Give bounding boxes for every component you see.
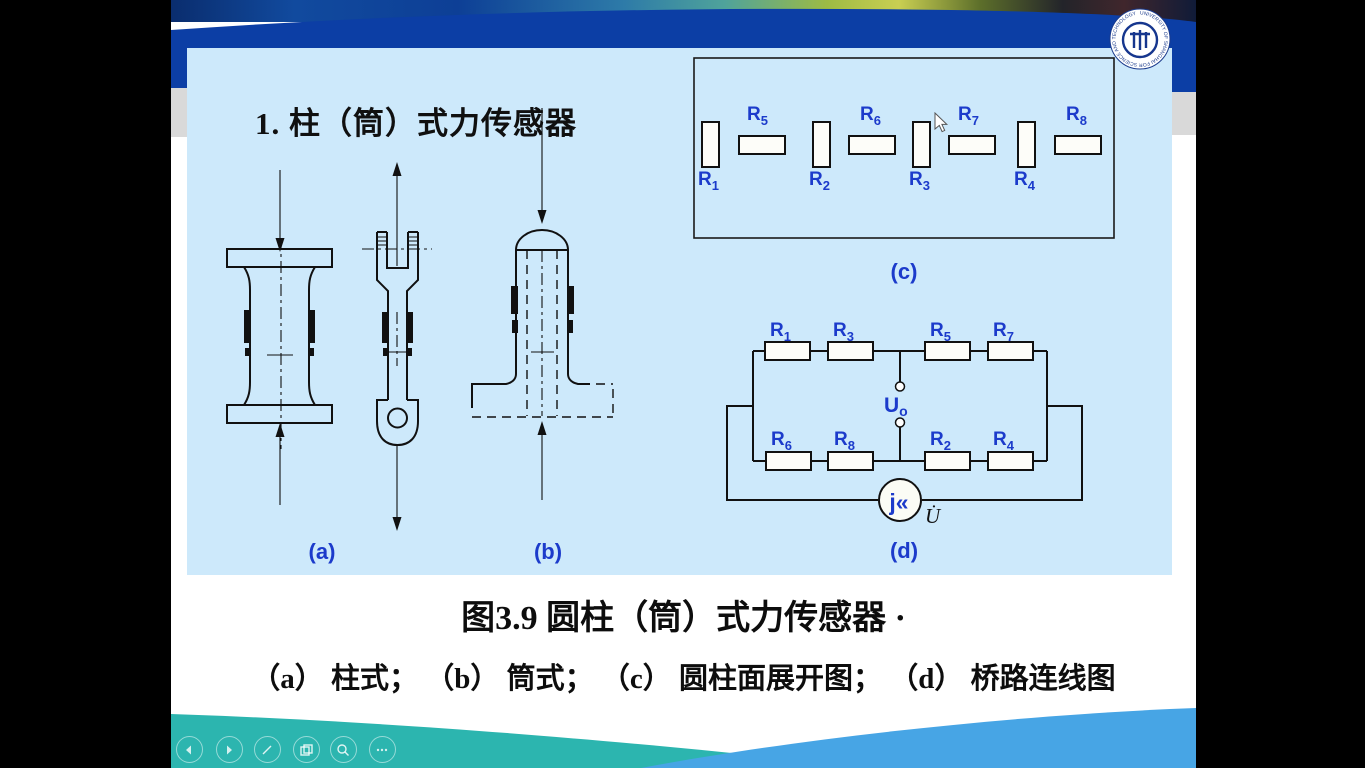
next-slide-button[interactable] <box>215 736 243 763</box>
strain-gauge <box>407 312 413 343</box>
edge-strip-left-gray <box>171 88 187 137</box>
bridge-label-r2: R2 <box>930 429 951 453</box>
slide: 1. 柱（筒）式力传感器 <box>171 0 1196 768</box>
edge-strip-left-blue <box>171 48 187 88</box>
magnifier-icon <box>337 743 349 756</box>
label-r5: R5 <box>747 104 768 128</box>
more-options-button[interactable] <box>368 736 396 763</box>
resistor-r1 <box>701 121 720 168</box>
figure-d-label: (d) <box>890 538 918 563</box>
strain-gauge <box>244 310 250 343</box>
bridge-label-r5: R5 <box>930 320 951 344</box>
ac-source-icon <box>878 478 922 522</box>
label-r2: R2 <box>809 169 830 193</box>
strain-gauge <box>382 312 388 343</box>
bridge-resistor-r6 <box>765 451 812 471</box>
bridge-resistor-r2 <box>924 451 971 471</box>
bridge-label-r6: R6 <box>771 429 792 453</box>
resistor-r7 <box>948 135 996 155</box>
pen-tool-button[interactable] <box>253 736 281 763</box>
university-seal-logo: UNIVERSITY OF SHANGHAI FOR SCIENCE AND T… <box>1109 8 1171 70</box>
figure-c-drawing: R1 R2 R3 R4 R5 R6 R7 R8 <box>693 57 1115 239</box>
figure-a-drawing <box>226 162 432 531</box>
label-r4: R4 <box>1014 169 1036 193</box>
seal-emblem <box>1130 30 1150 50</box>
label-r1: R1 <box>698 169 719 193</box>
diagram-panel <box>187 48 1172 575</box>
previous-slide-button[interactable] <box>175 736 203 763</box>
resistor-r2 <box>812 121 831 168</box>
resistor-r3 <box>912 121 931 168</box>
ac-source-glyph: j« <box>888 489 908 515</box>
figure-d-drawing: j« U̇ Uo R1 R3 R5 R7 R6 R8 R2 R4 <box>726 320 1083 528</box>
output-voltage-label: Uo <box>884 394 908 419</box>
strain-gauge <box>567 286 574 314</box>
bridge-label-r4: R4 <box>993 429 1015 453</box>
label-r6: R6 <box>860 104 881 128</box>
ellipsis-icon <box>376 748 388 751</box>
label-r3: R3 <box>909 169 930 193</box>
bridge-resistor-r3 <box>827 341 874 361</box>
label-r8: R8 <box>1066 104 1087 128</box>
bridge-resistor-r5 <box>924 341 971 361</box>
figure-subcaption: （a） 柱式； （b） 筒式； （c） 圆柱面展开图； （d） 桥路连线图 <box>251 663 1116 695</box>
strain-gauge <box>309 310 315 343</box>
see-all-slides-button[interactable] <box>292 736 320 763</box>
next-icon <box>227 745 232 754</box>
figure-b-label: (b) <box>534 539 562 564</box>
figures-drawing: (a) <box>226 57 1115 564</box>
mouse-cursor <box>934 112 949 133</box>
resistor-r4 <box>1017 121 1036 168</box>
pen-icon <box>262 745 272 754</box>
figure-b-drawing <box>471 108 614 500</box>
bridge-label-r7: R7 <box>993 320 1014 344</box>
resistor-r6 <box>848 135 896 155</box>
bridge-label-r8: R8 <box>834 429 855 453</box>
slides-icon <box>300 743 313 756</box>
bridge-label-r1: R1 <box>770 320 791 344</box>
resistor-r5 <box>738 135 786 155</box>
resistor-r8 <box>1054 135 1102 155</box>
edge-strip-right-blue <box>1172 48 1196 92</box>
previous-icon <box>186 745 191 754</box>
bridge-label-r3: R3 <box>833 320 854 344</box>
figure-a-label: (a) <box>309 539 336 564</box>
bridge-resistor-r4 <box>987 451 1034 471</box>
bridge-resistor-r8 <box>827 451 874 471</box>
label-r7: R7 <box>958 104 979 128</box>
figure-caption: 图3.9 圆柱（筒）式力传感器 · <box>461 600 906 637</box>
bridge-resistor-r1 <box>764 341 811 361</box>
figure-c-label: (c) <box>891 259 918 284</box>
strain-gauge <box>511 286 518 314</box>
zoom-slide-button[interactable] <box>329 736 357 763</box>
slide-title: 1. 柱（筒）式力传感器 <box>255 106 577 141</box>
bridge-resistor-r7 <box>987 341 1034 361</box>
excitation-voltage-label: U̇ <box>925 504 942 528</box>
bottom-wave-decoration <box>171 708 1196 768</box>
edge-strip-right-gray <box>1172 92 1196 135</box>
header-band <box>171 8 1196 48</box>
